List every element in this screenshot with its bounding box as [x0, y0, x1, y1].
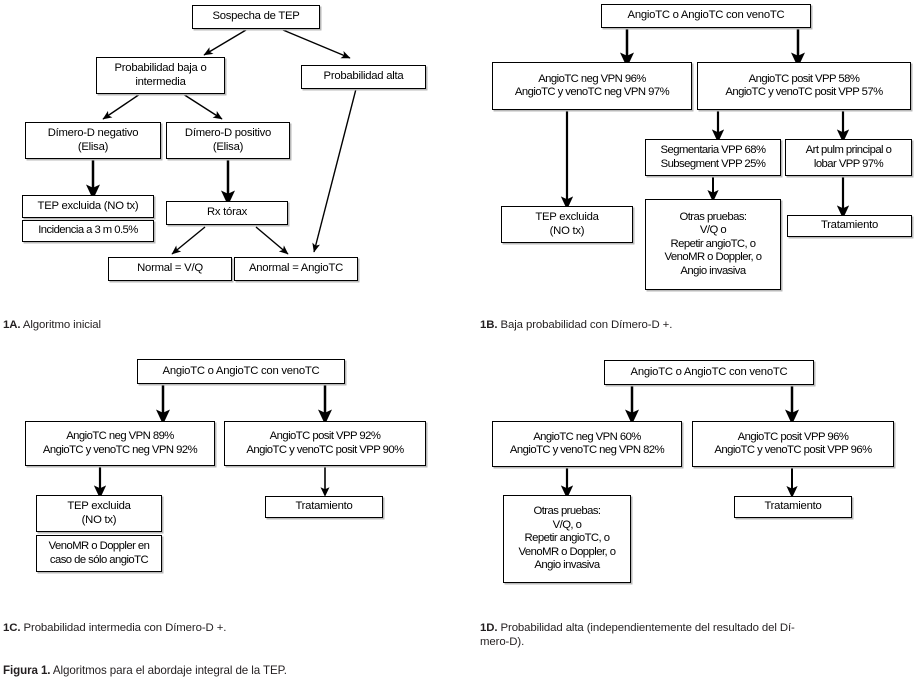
node-1c-venomr-doppler[interactable]: VenoMR o Doppler en caso de sólo angioTC: [36, 535, 162, 572]
node-1d-otras-pruebas[interactable]: Otras pruebas: V/Q, o Repetir angioTC, o…: [503, 495, 631, 583]
node-1b-angiotc-posit[interactable]: AngioTC posit VPP 58% AngioTC y venoTC p…: [697, 62, 911, 110]
node-1c-angiotc-neg[interactable]: AngioTC neg VPN 89% AngioTC y venoTC neg…: [25, 421, 215, 466]
node-1c-angiotc-posit[interactable]: AngioTC posit VPP 92% AngioTC y venoTC p…: [224, 421, 426, 466]
node-1d-angiotc-neg[interactable]: AngioTC neg VPN 60% AngioTC y venoTC neg…: [492, 421, 682, 467]
panel-caption-1c-id: 1C.: [3, 621, 21, 634]
node-1b-segmentaria[interactable]: Segmentaria VPP 68% Subsegment VPP 25%: [645, 139, 781, 176]
node-1a-normal-vq[interactable]: Normal = V/Q: [108, 257, 232, 281]
node-1b-angiotc-root[interactable]: AngioTC o AngioTC con venoTC: [601, 4, 811, 28]
node-1a-sospecha-tep[interactable]: Sospecha de TEP: [192, 5, 320, 29]
figure-caption-text: Algoritmos para el abordaje integral de …: [50, 664, 287, 677]
panel-caption-1d-id: 1D.: [480, 621, 498, 634]
node-1a-anormal-angiotc[interactable]: Anormal = AngioTC: [234, 257, 358, 281]
node-1b-otras-pruebas[interactable]: Otras pruebas: V/Q o Repetir angioTC, o …: [645, 199, 781, 290]
panel-caption-1d-text: Probabilidad alta (independientemente de…: [480, 621, 795, 649]
node-1b-tep-excluida[interactable]: TEP excluida (NO tx): [501, 206, 633, 243]
panel-caption-1c: 1C. Probabilidad intermedia con Dímero-D…: [3, 606, 226, 635]
figure-caption: Figura 1. Algoritmos para el abordaje in…: [3, 664, 287, 677]
node-1b-art-pulm[interactable]: Art pulm principal o lobar VPP 97%: [785, 139, 912, 176]
panel-caption-1a-id: 1A.: [3, 318, 21, 331]
node-1c-angiotc-root[interactable]: AngioTC o AngioTC con venoTC: [137, 359, 345, 384]
node-1c-tratamiento[interactable]: Tratamiento: [265, 496, 383, 518]
panel-caption-1a: 1A. Algoritmo inicial: [3, 303, 101, 332]
panel-caption-1b: 1B. Baja probabilidad con Dímero-D +.: [480, 303, 672, 332]
panel-caption-1a-text: Algoritmo inicial: [20, 318, 101, 331]
panel-caption-1b-id: 1B.: [480, 318, 498, 331]
node-1a-dimero-d-negativo[interactable]: Dímero-D negativo (Elisa): [25, 122, 161, 159]
node-1a-probabilidad-baja-intermedia[interactable]: Probabilidad baja o intermedia: [96, 57, 225, 94]
node-1d-angiotc-posit[interactable]: AngioTC posit VPP 96% AngioTC y venoTC p…: [692, 421, 894, 467]
node-1a-rx-torax[interactable]: Rx tórax: [166, 201, 288, 225]
node-1c-tep-excluida[interactable]: TEP excluida (NO tx): [36, 495, 162, 532]
node-1d-tratamiento[interactable]: Tratamiento: [734, 496, 852, 518]
panel-caption-1d: 1D. Probabilidad alta (independientement…: [480, 606, 920, 650]
node-1a-tep-excluida[interactable]: TEP excluida (NO tx): [22, 195, 154, 218]
node-1a-probabilidad-alta[interactable]: Probabilidad alta: [301, 65, 426, 89]
panel-caption-1b-text: Baja probabilidad con Dímero-D +.: [497, 318, 673, 331]
node-1a-incidencia[interactable]: Incidencia a 3 m 0.5%: [22, 220, 154, 242]
node-1b-angiotc-neg[interactable]: AngioTC neg VPN 96% AngioTC y venoTC neg…: [492, 62, 692, 110]
node-1d-angiotc-root[interactable]: AngioTC o AngioTC con venoTC: [604, 360, 814, 385]
figure-caption-id: Figura 1.: [3, 664, 51, 677]
panel-caption-1c-text: Probabilidad intermedia con Dímero-D +.: [20, 621, 227, 634]
node-1b-tratamiento[interactable]: Tratamiento: [787, 215, 912, 237]
node-1a-dimero-d-positivo[interactable]: Dímero-D positivo (Elisa): [166, 122, 290, 159]
